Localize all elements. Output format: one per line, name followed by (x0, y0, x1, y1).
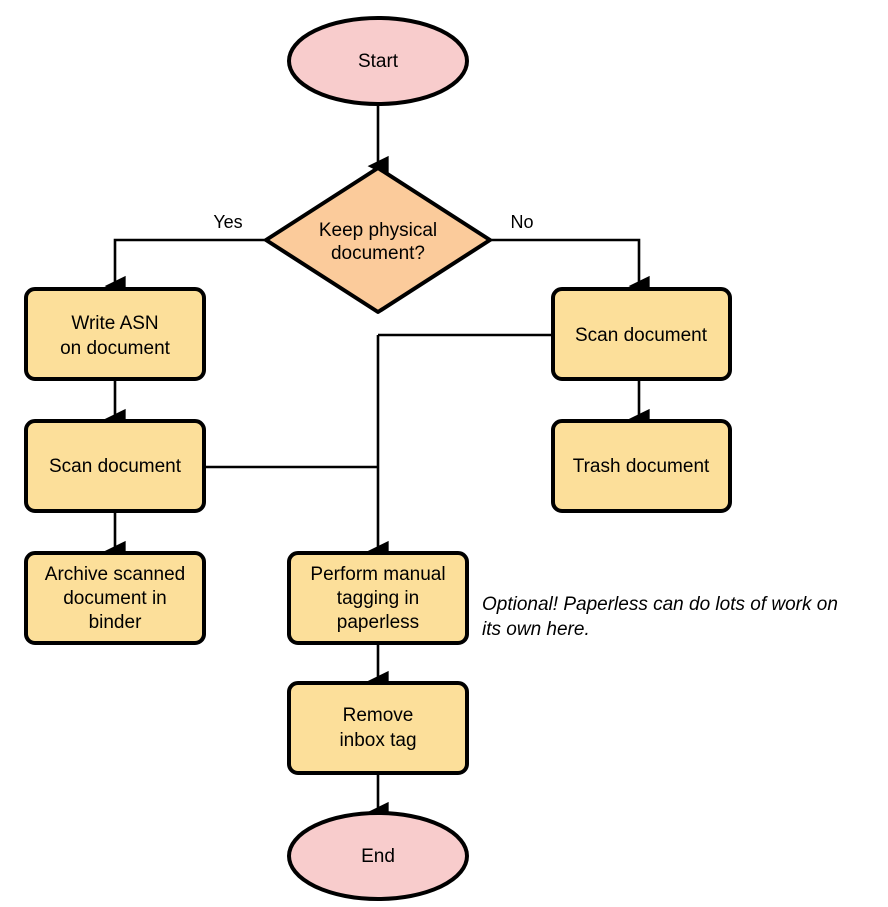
annotation-line2: its own here. (482, 619, 590, 640)
node-trash-document[interactable]: Trash document (551, 419, 732, 513)
end-label: End (361, 846, 395, 867)
node-end[interactable]: End (287, 811, 469, 901)
node-archive-scanned-document[interactable]: Archive scanned document in binder (24, 551, 206, 645)
archive-label-line2: document in (63, 588, 167, 609)
write-asn-label-line2: on document (60, 338, 171, 359)
end-ellipse[interactable] (287, 811, 469, 901)
remove-inbox-label-line1: Remove (343, 705, 414, 726)
tagging-label-line3: paperless (337, 612, 419, 633)
connector-layer (104, 104, 650, 823)
tagging-box[interactable] (287, 551, 469, 645)
scan-document-right-box[interactable] (551, 287, 732, 381)
node-decision-keep-physical-document[interactable]: Keep physical document? (264, 166, 492, 314)
node-perform-manual-tagging[interactable]: Perform manual tagging in paperless (287, 551, 469, 645)
node-scan-document-left[interactable]: Scan document (24, 419, 206, 513)
tagging-label-line1: Perform manual (310, 564, 445, 585)
node-write-asn[interactable]: Write ASN on document (24, 287, 206, 381)
edge-decision-no-to-scan-right (490, 238, 650, 297)
remove-inbox-label-line2: inbox tag (339, 730, 416, 751)
start-ellipse[interactable] (287, 16, 469, 106)
decision-label-line2: document? (331, 243, 425, 264)
scan-document-left-label: Scan document (49, 456, 182, 477)
archive-label-line3: binder (89, 612, 142, 633)
edge-decision-yes-to-write-asn (104, 238, 266, 297)
write-asn-label-line1: Write ASN (71, 313, 158, 334)
scan-document-left-box[interactable] (24, 419, 206, 513)
annotation-line1: Optional! Paperless can do lots of work … (482, 594, 838, 615)
archive-label-line1: Archive scanned (45, 564, 185, 585)
trash-document-box[interactable] (551, 419, 732, 513)
decision-diamond[interactable] (264, 166, 492, 314)
annotation-optional-note: Optional! Paperless can do lots of work … (482, 594, 838, 640)
start-label: Start (358, 51, 399, 72)
node-scan-document-right[interactable]: Scan document (551, 287, 732, 381)
edge-label-no: No (510, 212, 533, 232)
remove-inbox-tag-box[interactable] (287, 681, 469, 775)
write-asn-box[interactable] (24, 287, 206, 381)
tagging-label-line2: tagging in (337, 588, 419, 609)
trash-document-label: Trash document (573, 456, 710, 477)
node-remove-inbox-tag[interactable]: Remove inbox tag (287, 681, 469, 775)
archive-box[interactable] (24, 551, 206, 645)
decision-label-line1: Keep physical (319, 220, 437, 241)
node-start[interactable]: Start (287, 16, 469, 106)
scan-document-right-label: Scan document (575, 325, 708, 346)
edge-label-yes: Yes (213, 212, 242, 232)
